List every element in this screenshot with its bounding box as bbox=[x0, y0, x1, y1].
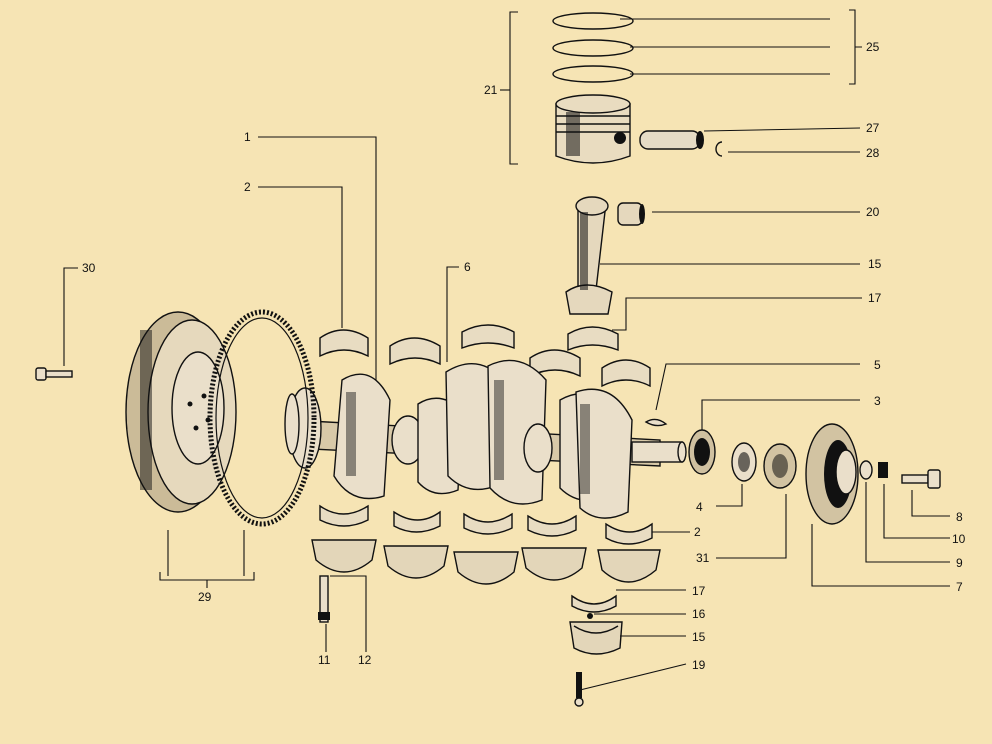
callout-label-9: 9 bbox=[956, 556, 963, 570]
pulley-washer bbox=[859, 460, 873, 480]
flywheel bbox=[125, 311, 237, 513]
thrower-leader-line bbox=[716, 494, 787, 559]
callout-label-5: 5 bbox=[874, 358, 881, 372]
callout-label-10: 10 bbox=[952, 532, 966, 546]
flywheel-leader-lines bbox=[167, 530, 245, 576]
callout-label-27: 27 bbox=[866, 121, 880, 135]
piston-group-bracket bbox=[509, 11, 518, 165]
piston bbox=[555, 94, 631, 164]
bearing-shell-leader-line bbox=[258, 186, 343, 328]
callout-label-19: 19 bbox=[692, 658, 706, 672]
lock-tab-leader-line bbox=[883, 484, 950, 539]
big-end-lower-shell bbox=[571, 594, 617, 613]
lock-tab bbox=[878, 462, 888, 478]
lower-bearing-shells bbox=[319, 504, 653, 545]
rod-bearing-leader-line bbox=[612, 297, 862, 331]
bolt-leader-line bbox=[911, 490, 950, 517]
callout-label-1: 1 bbox=[244, 130, 251, 144]
callout-label-16: 16 bbox=[692, 607, 706, 621]
callout-label-4: 4 bbox=[696, 500, 703, 514]
callout-label-15a: 15 bbox=[868, 257, 882, 271]
crank-web-leader-line bbox=[446, 266, 459, 362]
callout-label-30: 30 bbox=[82, 261, 96, 275]
callout-label-28: 28 bbox=[866, 146, 880, 160]
piston-group bbox=[500, 9, 862, 165]
woodruff-key bbox=[644, 418, 668, 427]
pin-leader-line bbox=[703, 127, 861, 132]
key-leader-line bbox=[655, 363, 860, 411]
crankshaft bbox=[284, 359, 687, 519]
callout-label-25: 25 bbox=[866, 40, 880, 54]
callout-label-2b: 2 bbox=[694, 525, 701, 539]
rod-cap-dowel bbox=[587, 613, 593, 619]
callout-label-8: 8 bbox=[956, 510, 963, 524]
callout-label-17a: 17 bbox=[868, 291, 882, 305]
callout-label-7: 7 bbox=[956, 580, 963, 594]
connecting-rod-cap bbox=[569, 621, 623, 655]
spacer-collar bbox=[731, 442, 757, 482]
rod-bolt-leader-line bbox=[579, 663, 687, 691]
main-cap-bolt bbox=[318, 575, 330, 623]
callout-label-3: 3 bbox=[874, 394, 881, 408]
washer-leader-line bbox=[865, 482, 950, 563]
gear-leader-line bbox=[701, 399, 860, 430]
flywheel-bracket bbox=[159, 572, 255, 588]
callout-label-31: 31 bbox=[696, 551, 710, 565]
rod-cap-bolt bbox=[574, 672, 584, 707]
piston-pin-circlip bbox=[715, 141, 723, 157]
flywheel-bolt-leader-line bbox=[63, 267, 78, 366]
callout-label-6: 6 bbox=[464, 260, 471, 274]
callout-label-15b: 15 bbox=[692, 630, 706, 644]
timing-gear bbox=[688, 429, 716, 475]
upper-bearing-shells bbox=[319, 324, 651, 388]
rings-leader-lines bbox=[620, 18, 830, 75]
connecting-rod-upper bbox=[565, 196, 613, 315]
small-end-bush bbox=[617, 202, 645, 226]
callout-label-21: 21 bbox=[484, 83, 498, 97]
callout-label-29: 29 bbox=[198, 590, 212, 604]
spacer-leader-line bbox=[716, 484, 743, 507]
crankshaft-pulley bbox=[805, 423, 859, 525]
cap-washer-leader-line bbox=[330, 575, 367, 652]
flywheel-ring-gear bbox=[207, 309, 317, 527]
callout-label-12: 12 bbox=[358, 653, 372, 667]
callout-label-2a: 2 bbox=[244, 180, 251, 194]
piston-pin bbox=[639, 130, 704, 150]
callout-labels: 1 2 2 3 4 5 6 7 8 9 10 11 12 15 15 16 17… bbox=[82, 40, 966, 672]
oil-thrower bbox=[763, 443, 797, 489]
callout-label-20: 20 bbox=[866, 205, 880, 219]
crankshaft-leader-line bbox=[258, 136, 377, 380]
pulley-bolt bbox=[901, 469, 941, 489]
rings-bracket bbox=[849, 9, 862, 85]
piston-ring-middle bbox=[552, 39, 634, 57]
callout-label-11: 11 bbox=[318, 653, 331, 667]
piston-ring-top bbox=[552, 12, 634, 30]
main-bearing-caps bbox=[311, 539, 661, 585]
flywheel-bolt bbox=[35, 367, 73, 381]
callout-label-17b: 17 bbox=[692, 584, 706, 598]
pulley-leader-line bbox=[811, 524, 950, 587]
